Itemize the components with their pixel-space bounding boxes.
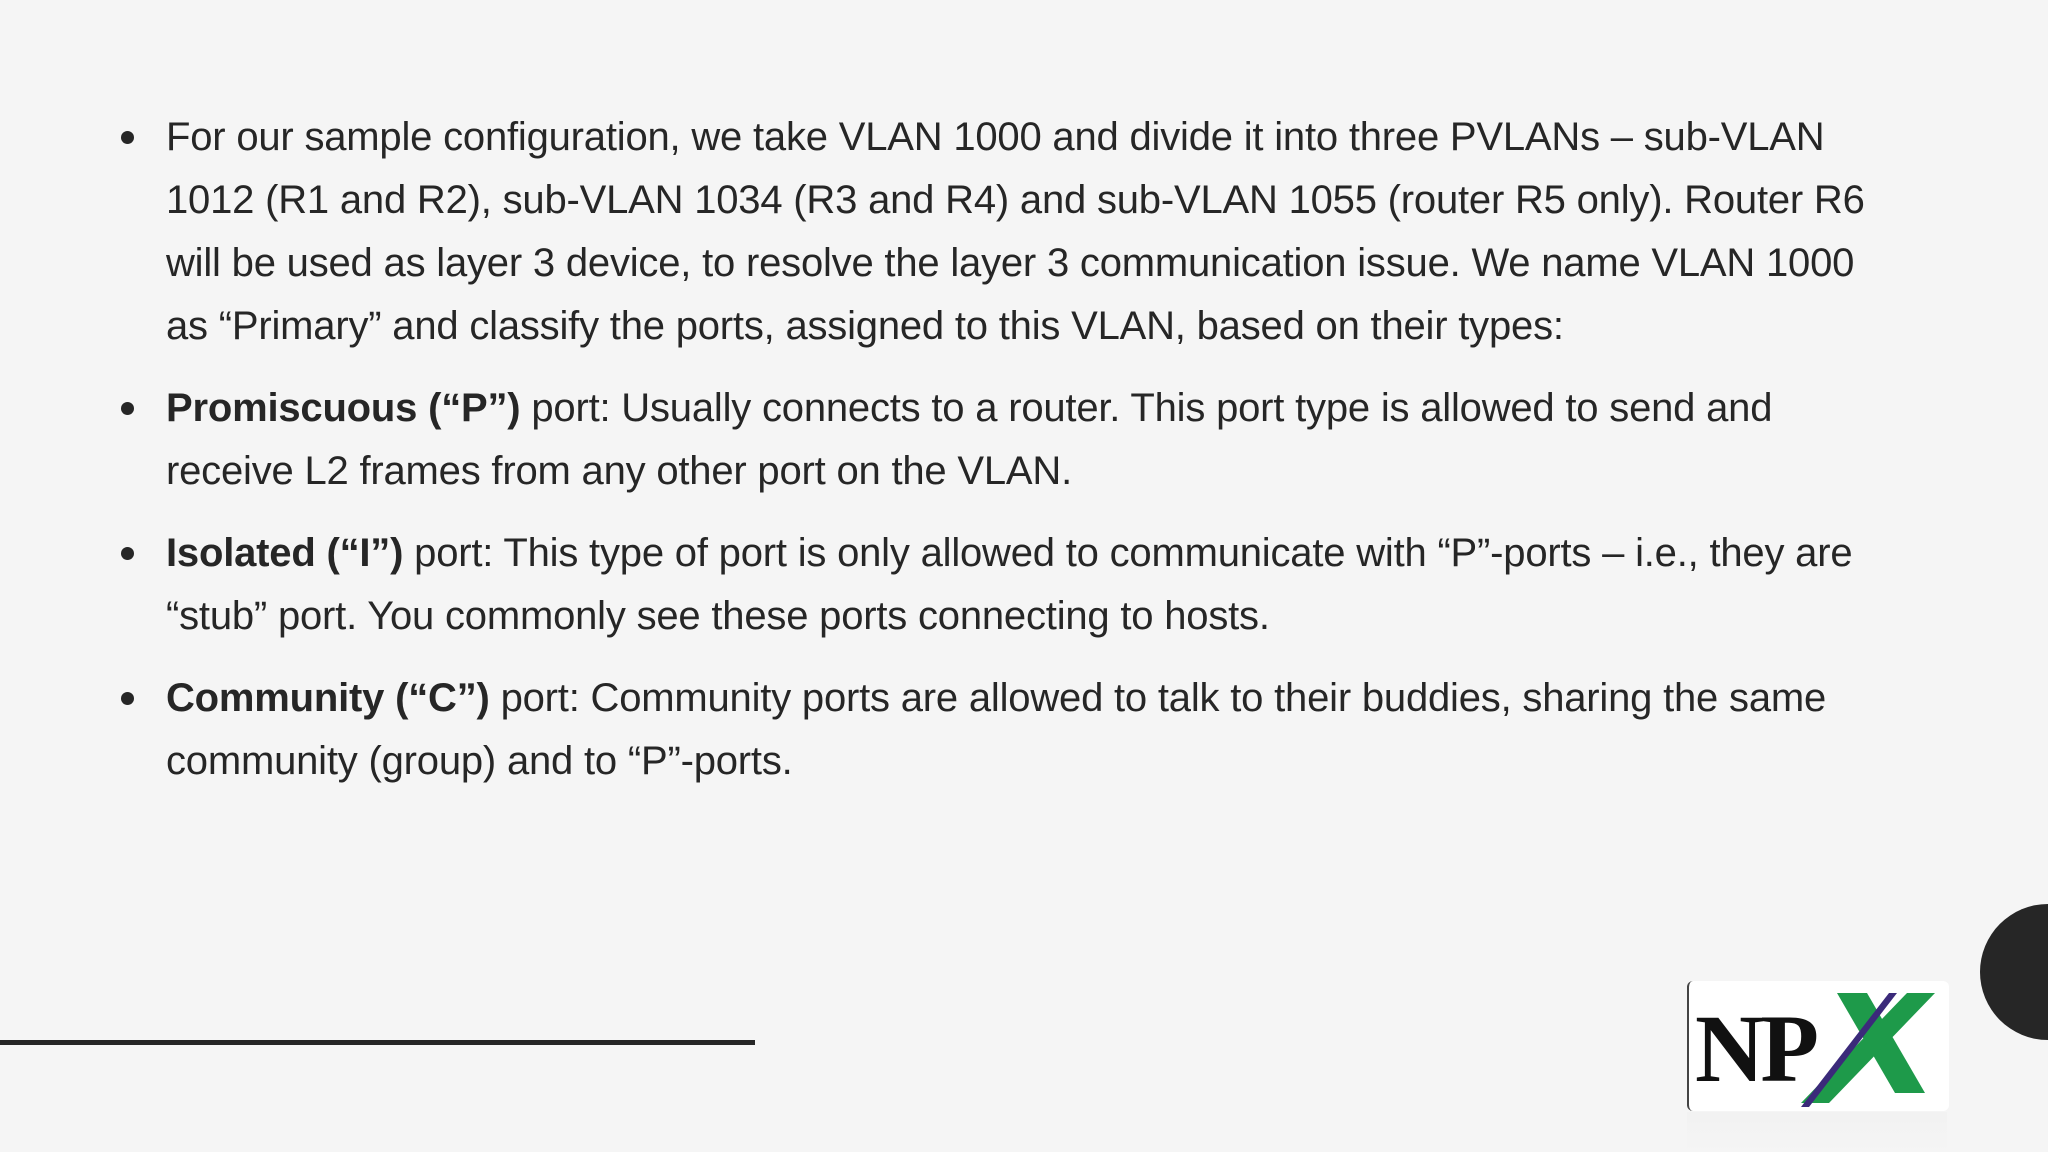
bullet-text: port: Usually connects to a router. This… bbox=[166, 386, 1773, 493]
bullet-text: For our sample configuration, we take VL… bbox=[166, 115, 1865, 348]
slide-body: For our sample configuration, we take VL… bbox=[116, 106, 1904, 812]
decorative-circle-shape bbox=[1980, 904, 2048, 1040]
bullet-text: port: Community ports are allowed to tal… bbox=[166, 676, 1827, 783]
bullet-term: Isolated (“I”) bbox=[166, 531, 404, 575]
bullet-text: port: This type of port is only allowed … bbox=[166, 531, 1853, 638]
logo-x-mark-icon bbox=[1801, 993, 1935, 1107]
bullet-dot-icon bbox=[121, 402, 134, 415]
bullet-dot-icon bbox=[121, 547, 134, 560]
footer-divider-line bbox=[0, 1040, 755, 1045]
bullet-item-pvlan-intro: For our sample configuration, we take VL… bbox=[116, 106, 1904, 358]
logo-reflection bbox=[1687, 1112, 1947, 1152]
bullet-term: Community (“C”) bbox=[166, 676, 490, 720]
bullet-item-promiscuous: Promiscuous (“P”) port: Usually connects… bbox=[116, 377, 1904, 503]
bullet-term: Promiscuous (“P”) bbox=[166, 386, 521, 430]
bullet-dot-icon bbox=[121, 131, 134, 144]
bullet-dot-icon bbox=[121, 692, 134, 705]
npx-logo: NP bbox=[1687, 981, 1949, 1111]
logo-text: NP bbox=[1695, 995, 1819, 1102]
bullet-item-isolated: Isolated (“I”) port: This type of port i… bbox=[116, 522, 1904, 648]
bullet-item-community: Community (“C”) port: Community ports ar… bbox=[116, 667, 1904, 793]
